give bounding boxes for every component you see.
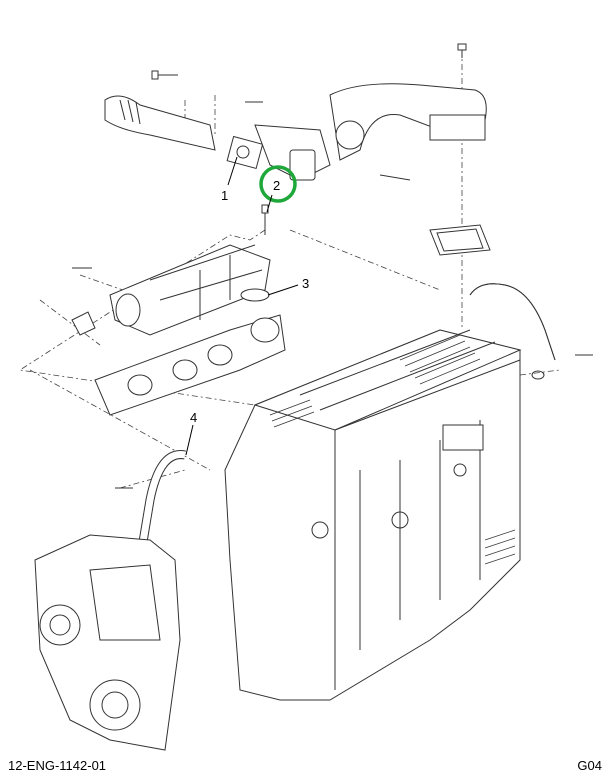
coolant-hose — [469, 283, 556, 380]
egr-cooler — [71, 244, 271, 336]
callout-4[interactable]: 4 — [185, 410, 197, 456]
highlight-ring — [259, 165, 297, 203]
engine-block — [224, 329, 522, 701]
front-cover — [34, 534, 181, 751]
svg-text:3: 3 — [302, 276, 309, 291]
gasket — [429, 224, 491, 256]
section-code: G04 — [577, 758, 602, 773]
bolts — [72, 43, 593, 489]
svg-text:4: 4 — [190, 410, 197, 425]
exhaust-manifold — [94, 314, 286, 416]
egr-valve — [254, 83, 487, 181]
callout-3[interactable]: 3 — [267, 276, 309, 296]
egr-pipe — [104, 95, 264, 170]
callout-2[interactable]: 2 — [259, 165, 297, 213]
oil-hose — [110, 450, 186, 565]
diagram-id: 12-ENG-1142-01 — [8, 758, 107, 773]
callout-1[interactable]: 1 — [221, 156, 238, 203]
svg-text:2: 2 — [273, 178, 280, 193]
svg-text:1: 1 — [221, 188, 228, 203]
